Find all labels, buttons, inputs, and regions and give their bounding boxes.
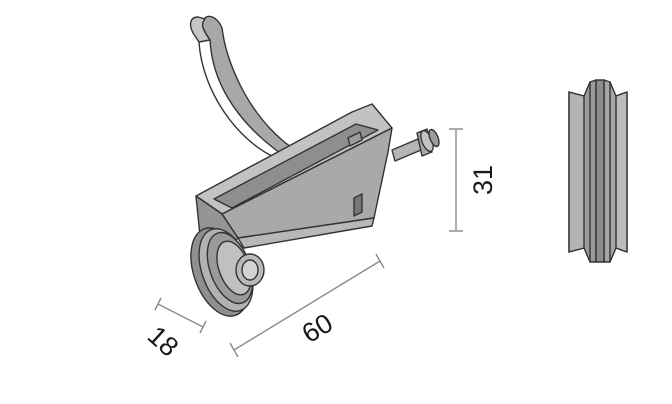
dimension-height: 31 <box>449 128 498 232</box>
carriage-body <box>195 103 393 251</box>
roller-carriage-illustration: 60 18 31 <box>142 15 498 363</box>
axle-pin <box>391 128 440 162</box>
dimension-height-label: 31 <box>468 165 498 195</box>
dimension-length-label: 60 <box>297 308 338 349</box>
roller-wheel <box>190 227 265 317</box>
wheel-profile-illustration <box>568 79 628 263</box>
dimension-width-label: 18 <box>142 320 184 362</box>
dimension-width: 18 <box>142 297 207 363</box>
